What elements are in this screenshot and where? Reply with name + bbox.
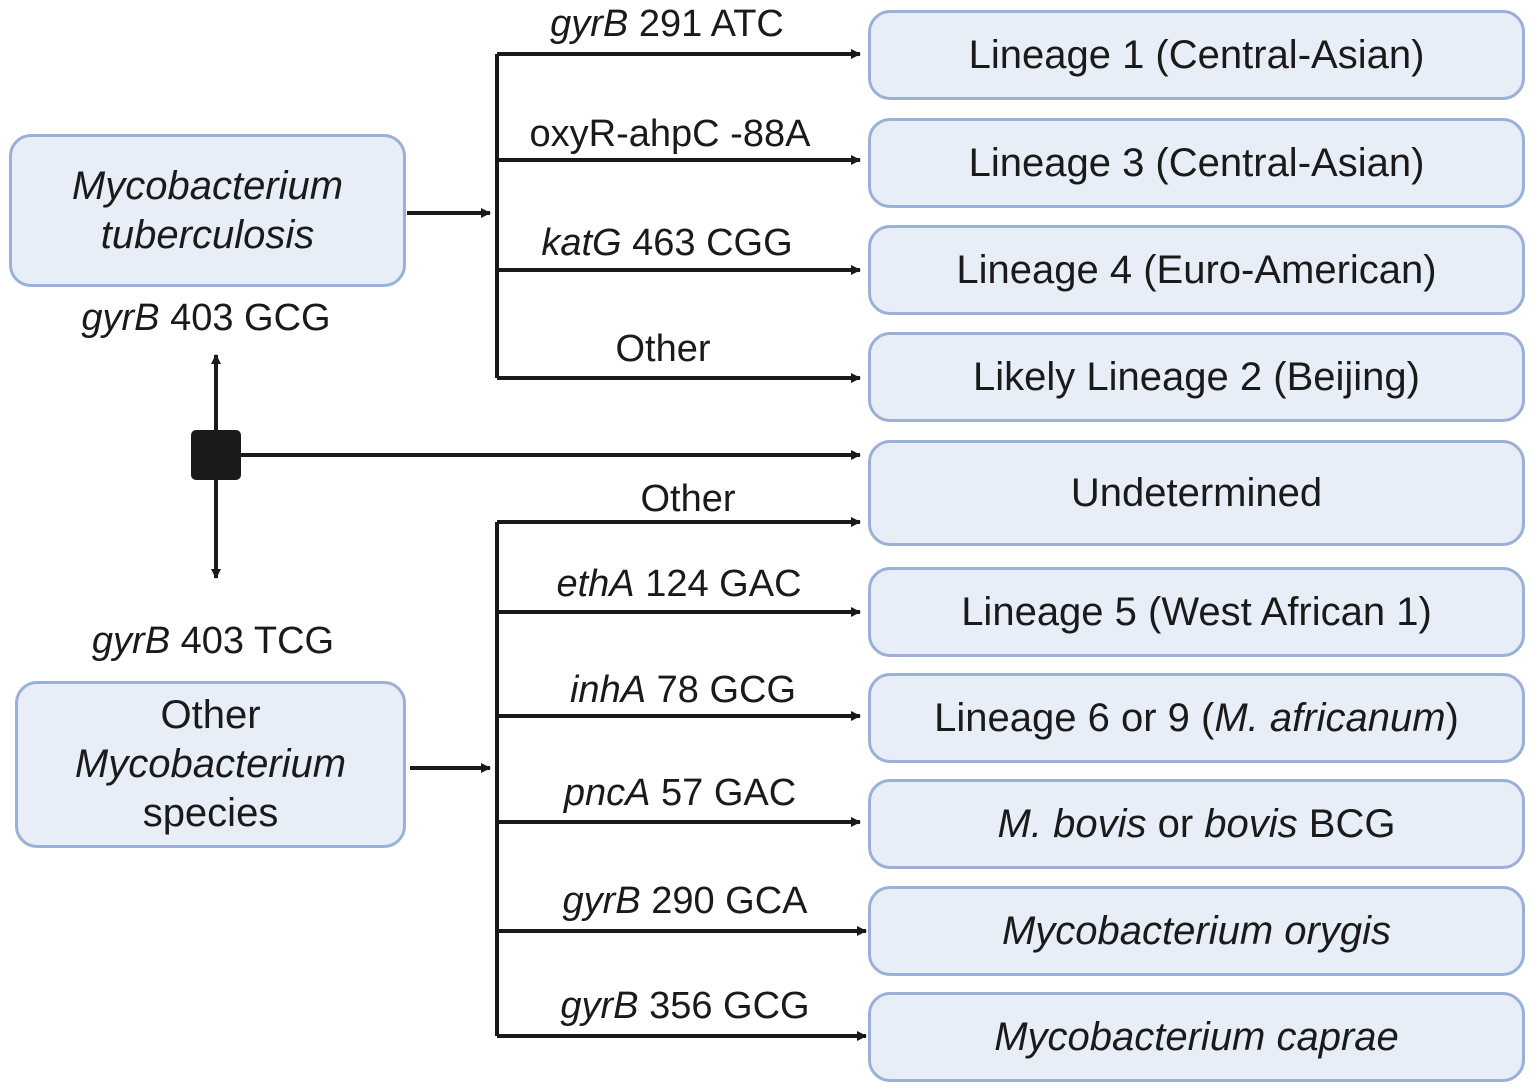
other-box-line1: Other (160, 693, 261, 738)
caprae-box: Mycobacterium caprae (868, 992, 1525, 1082)
other-marker-label: gyrB 403 TCG (91, 620, 335, 662)
branch-label-other: Other (640, 478, 736, 520)
lineage5-box: Lineage 5 (West African 1) (868, 567, 1525, 657)
branch-label-orygis: gyrB 290 GCA (562, 880, 808, 922)
mtb-box-line1: Mycobacterium (71, 163, 344, 208)
orygis-box: Mycobacterium orygis (868, 886, 1525, 976)
branch-label-lineage4: katG 463 CGG (541, 222, 793, 264)
lineage1-box: Lineage 1 (Central-Asian) (868, 10, 1525, 100)
branch-label-lineage5: ethA 124 GAC (556, 563, 802, 605)
lineage2-box: Likely Lineage 2 (Beijing) (868, 332, 1525, 422)
bovis-box: M. bovis or bovis BCG (868, 779, 1525, 869)
mtb-box-line2: tuberculosis (100, 212, 315, 257)
branch-label-lineage3: oxyR-ahpC -88A (529, 113, 811, 155)
branch-label-lineage6-9: inhA 78 GCG (569, 669, 797, 711)
undetermined-box: Undetermined (868, 440, 1525, 546)
mtb-box: Mycobacterium tuberculosis (9, 134, 406, 287)
branch-label-lineage2: Other (615, 328, 711, 370)
lineage3-box: Lineage 3 (Central-Asian) (868, 118, 1525, 208)
branch-label-lineage1: gyrB 291 ATC (550, 3, 784, 45)
branch-label-caprae: gyrB 356 GCG (560, 985, 810, 1027)
other-box-line3: species (142, 790, 279, 835)
other-species-box: Other Mycobacterium species (15, 681, 406, 848)
decision-node (191, 430, 241, 480)
lineage6-9-box: Lineage 6 or 9 (M. africanum) (868, 673, 1525, 763)
other-box-line2: Mycobacterium (74, 742, 347, 787)
mtb-marker-label: gyrB 403 GCG (81, 297, 331, 339)
lineage4-box: Lineage 4 (Euro-American) (868, 225, 1525, 315)
branch-label-bovis: pncA 57 GAC (563, 772, 797, 814)
